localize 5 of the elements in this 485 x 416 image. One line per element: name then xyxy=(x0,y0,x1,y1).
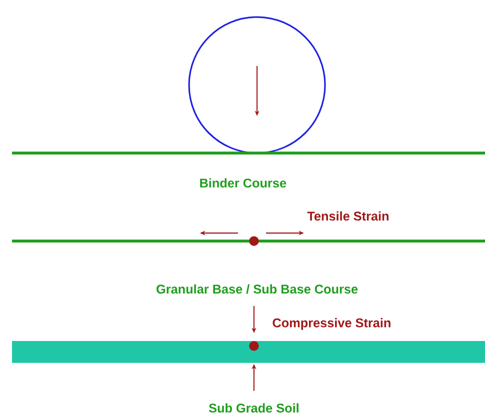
layer-label: Sub Grade Soil xyxy=(208,403,298,413)
layer-label: Granular Base / Sub Base Course xyxy=(156,284,358,294)
layer-label: Binder Course xyxy=(200,178,286,188)
strain-label: Compressive Strain xyxy=(272,318,390,330)
strain-label: Tensile Strain xyxy=(307,211,388,221)
